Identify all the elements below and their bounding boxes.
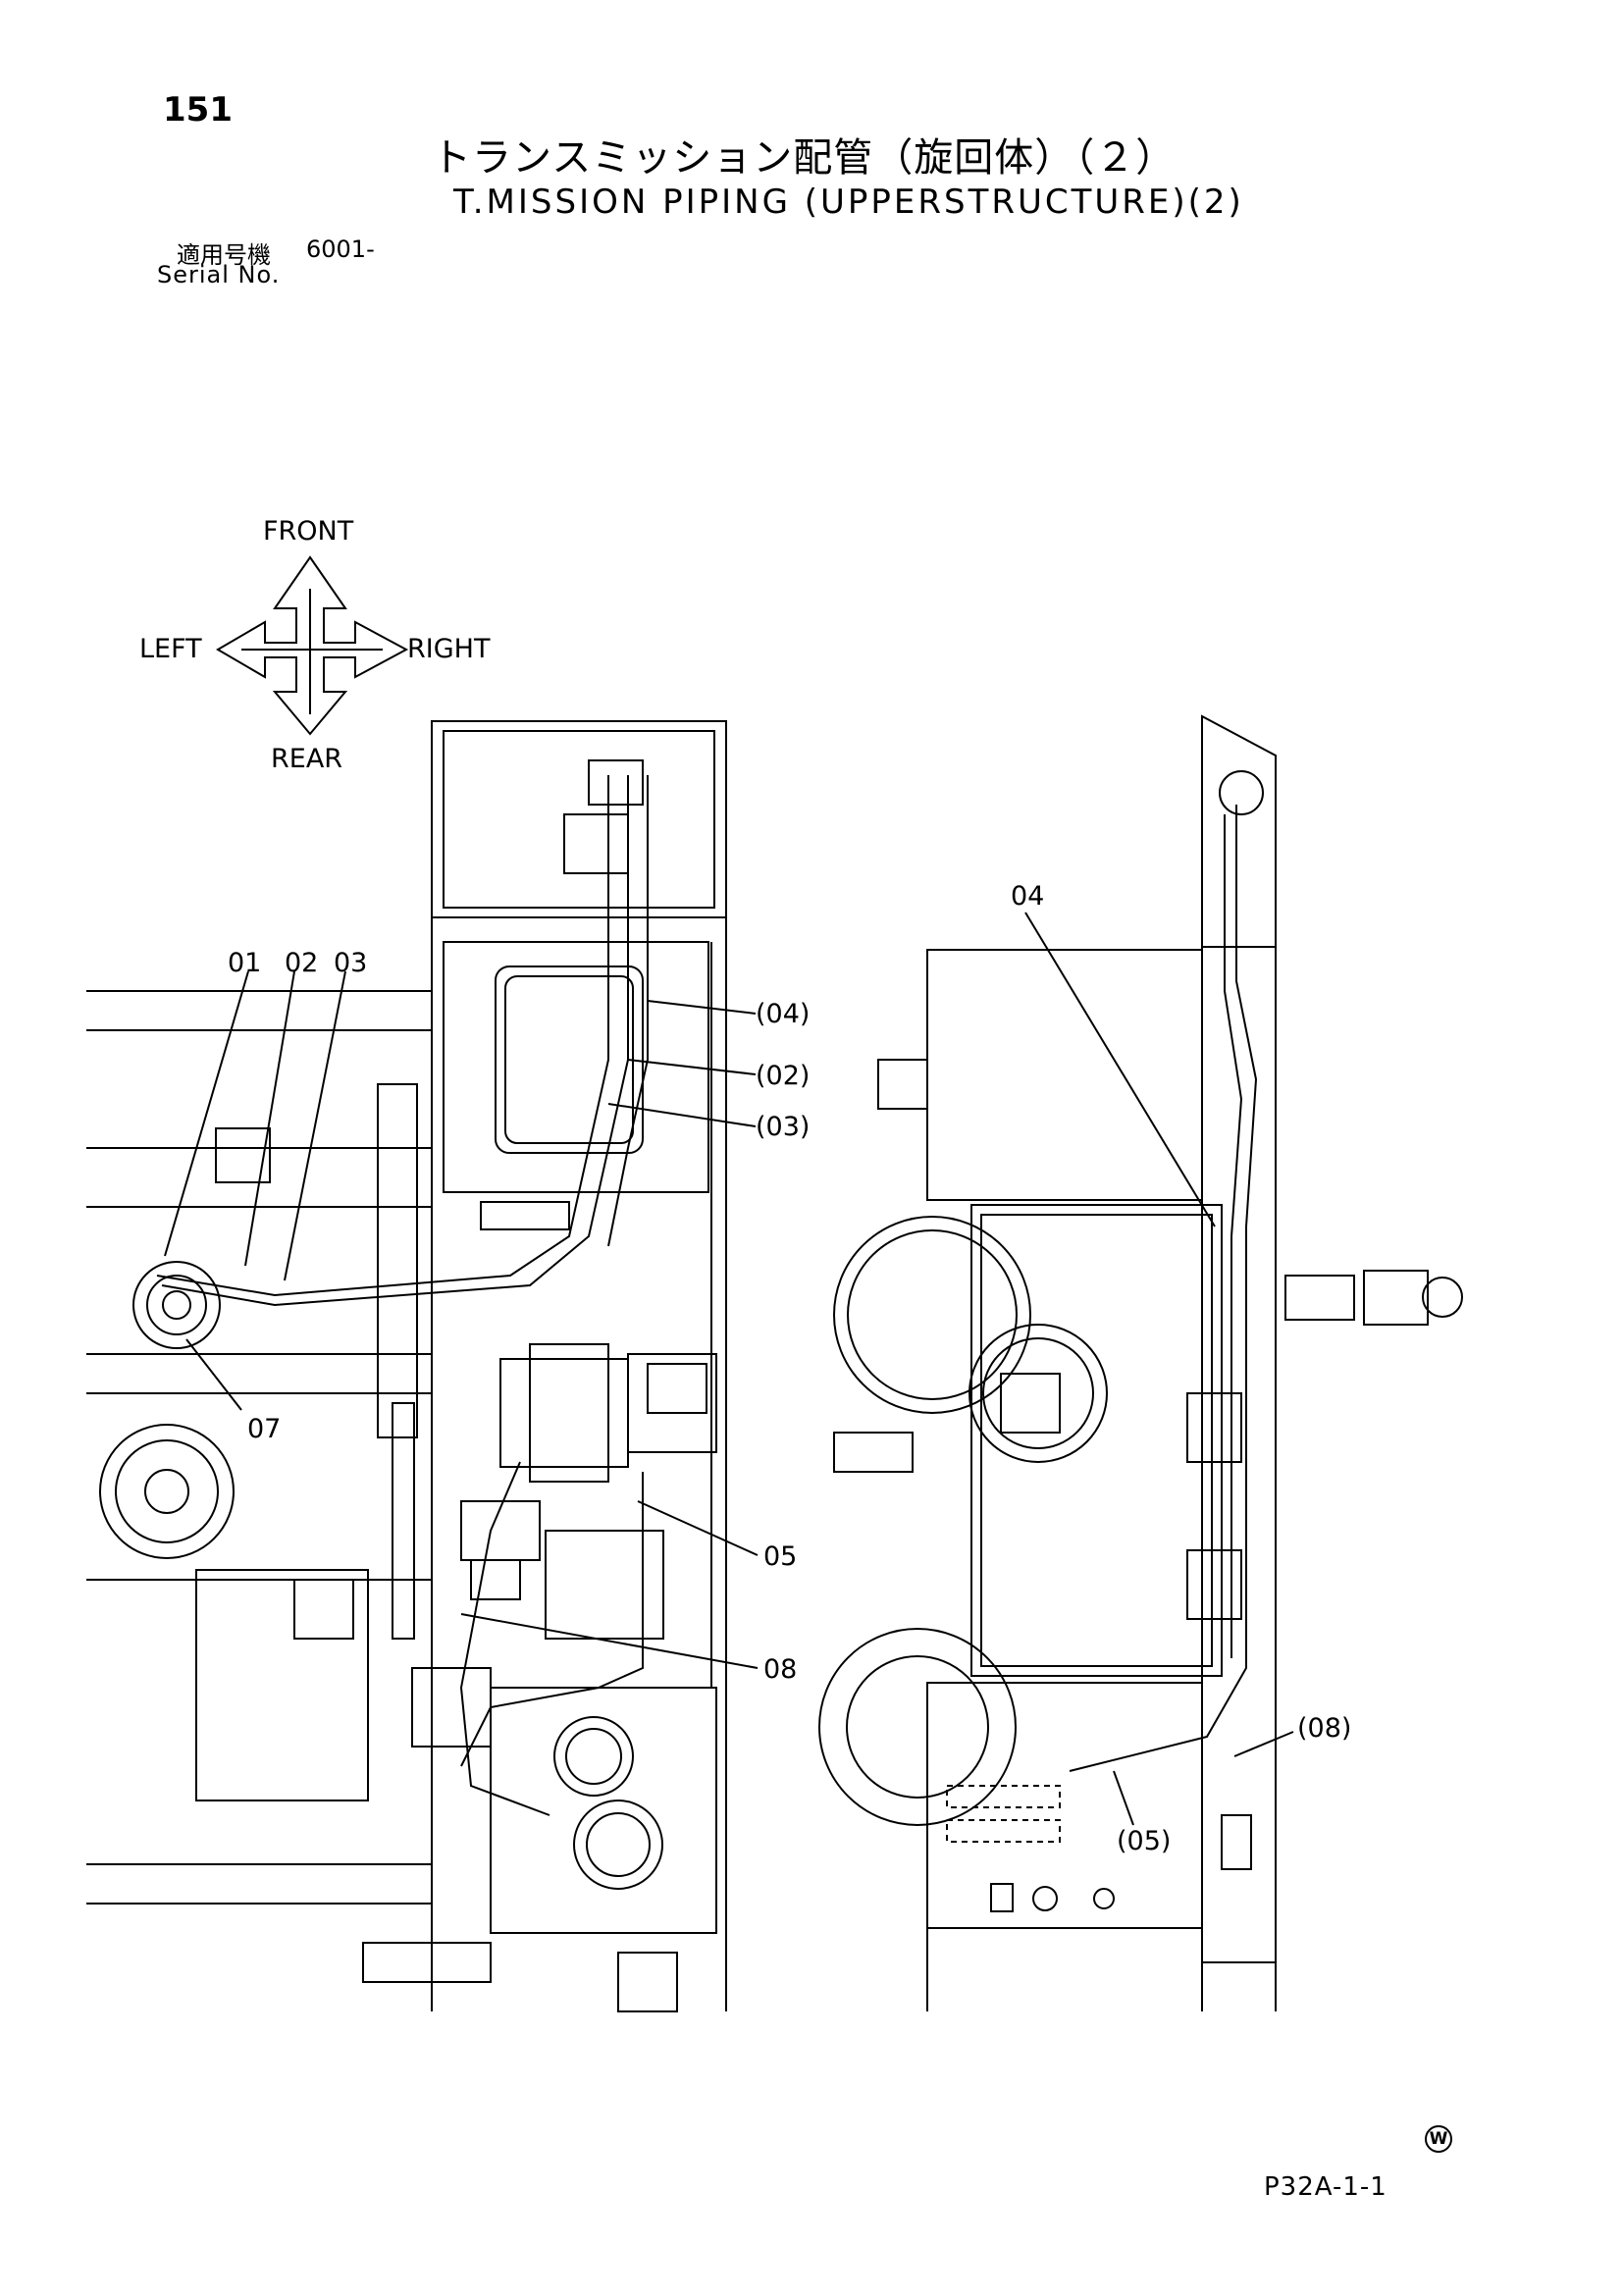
title-japanese: トランスミッション配管（旋回体）（２）	[432, 135, 1177, 181]
serial-label-japanese: 適用号機	[177, 241, 271, 269]
callout-07: 07	[247, 1414, 281, 1444]
compass-right-label: RIGHT	[407, 634, 491, 664]
title-english: T.MISSION PIPING (UPPERSTRUCTURE)(2)	[453, 183, 1244, 222]
serial-number-value: 6001-	[306, 235, 375, 263]
page-code: P32A-1-1	[1264, 2172, 1387, 2202]
callout-04-right-view: 04	[1011, 881, 1044, 912]
compass-rear-label: REAR	[271, 744, 342, 774]
compass-front-label: FRONT	[263, 516, 354, 547]
callout-08-paren: (08)	[1297, 1713, 1351, 1744]
callout-02-paren: (02)	[756, 1061, 810, 1091]
left-view-drawing	[86, 720, 759, 2012]
callout-03-paren: (03)	[756, 1112, 810, 1142]
right-view-drawing	[818, 714, 1463, 2011]
callout-05: 05	[763, 1541, 797, 1572]
compass-arrows-icon	[216, 555, 409, 736]
callout-04-paren: (04)	[756, 999, 810, 1029]
compass-left-label: LEFT	[139, 634, 202, 664]
manufacturer-mark-icon: W	[1425, 2125, 1452, 2153]
callout-01: 01	[228, 948, 261, 978]
callout-08: 08	[763, 1654, 797, 1685]
callout-03: 03	[334, 948, 367, 978]
page-number: 151	[163, 90, 233, 130]
callout-05-paren: (05)	[1117, 1826, 1171, 1856]
serial-label-english: Serial No.	[157, 261, 281, 288]
callout-02: 02	[285, 948, 318, 978]
